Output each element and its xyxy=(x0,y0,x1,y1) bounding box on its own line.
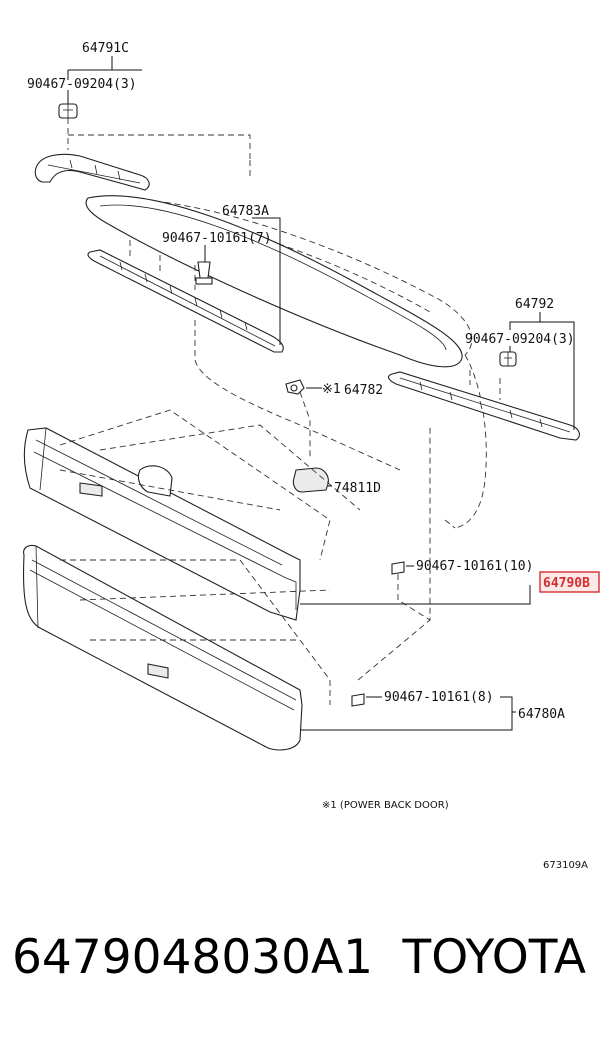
caption-bar: 6479048030A1 TOYOTA xyxy=(0,930,600,1020)
note-power-back-door: ※1 (POWER BACK DOOR) xyxy=(322,800,449,811)
garnish-64791c xyxy=(34,118,251,191)
garnish-64792 xyxy=(387,370,580,441)
label-90467-09204-right: 90467-09204(3) xyxy=(465,332,575,347)
label-90467-10161-middle: 90467-10161(10) xyxy=(416,559,533,574)
label-64791c: 64791C xyxy=(82,41,129,56)
label-90467-09204-left: 90467-09204(3) xyxy=(27,77,137,92)
label-64792: 64792 xyxy=(515,297,554,312)
part-number: 6479048030A1 xyxy=(12,930,374,985)
label-note-marker: ※1 xyxy=(322,382,341,397)
garnish-64783a xyxy=(87,240,284,353)
brand-name: TOYOTA xyxy=(402,930,586,985)
label-64782: 64782 xyxy=(344,383,383,398)
clip-90467-10161-middle xyxy=(391,561,431,621)
label-64790b: 64790B xyxy=(543,576,590,591)
label-74811d: 74811D xyxy=(334,481,381,496)
label-64783a: 64783A xyxy=(222,204,269,219)
clip-90467-10161-lower xyxy=(351,425,431,707)
bracket-64782 xyxy=(285,379,311,460)
leader-lines xyxy=(67,56,575,731)
clip-90467-10161-upper xyxy=(195,261,213,285)
trim-board-64790b xyxy=(23,409,361,621)
clip-90467-09204-right xyxy=(499,351,517,367)
lamp-74811d xyxy=(292,467,329,493)
label-90467-10161-lower: 90467-10161(8) xyxy=(384,690,494,705)
label-90467-10161-upper: 90467-10161(7) xyxy=(162,231,272,246)
trim-board-64780a xyxy=(23,544,331,751)
diagram-code: 673109A xyxy=(543,860,588,871)
highlight-box-64790b xyxy=(539,571,600,593)
glass-panel xyxy=(85,195,463,368)
clip-90467-09204-left xyxy=(58,103,78,119)
label-64780a: 64780A xyxy=(518,707,565,722)
